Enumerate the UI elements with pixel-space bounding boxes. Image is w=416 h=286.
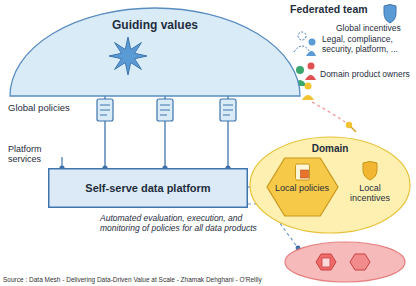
source-caption: Source : Data Mesh - Delivering Data-Dri… (3, 276, 262, 283)
policy-document (97, 99, 113, 121)
policy-document (220, 99, 236, 121)
policy-document (157, 99, 173, 121)
incentive-shield: Local incentives (343, 159, 397, 213)
owner-dashed-line (312, 102, 356, 132)
global-incentives-shield (384, 5, 396, 24)
node-text: Local incentives (344, 183, 396, 204)
platform-box: Self-serve data platform (48, 168, 248, 208)
automation-note: Automated evaluation, execution, and mon… (100, 214, 260, 234)
policies-label: Global policies (8, 103, 70, 114)
policy-hexagon: Local policies (267, 158, 338, 216)
node-text: Guiding values (112, 19, 198, 33)
node-text: Self-serve data platform (85, 182, 210, 195)
values-star (109, 37, 147, 75)
guiding-values-dome: Guiding values (10, 8, 300, 96)
services-label: Platform services (8, 144, 54, 165)
team-note: Global incentives (336, 24, 414, 34)
team-note: Domain product owners (320, 70, 410, 80)
policy-icon (300, 170, 308, 178)
node-text: Domain (312, 143, 349, 155)
team-heading: Federated team (290, 3, 368, 15)
node-text: Local policies (275, 183, 329, 193)
policy-icon (295, 164, 309, 180)
domain-ellipse: DomainLocal policies Local incentives (250, 137, 410, 233)
team-note: Legal, compliance, security, platform, .… (322, 35, 414, 55)
data-products-ellipse (285, 242, 405, 282)
